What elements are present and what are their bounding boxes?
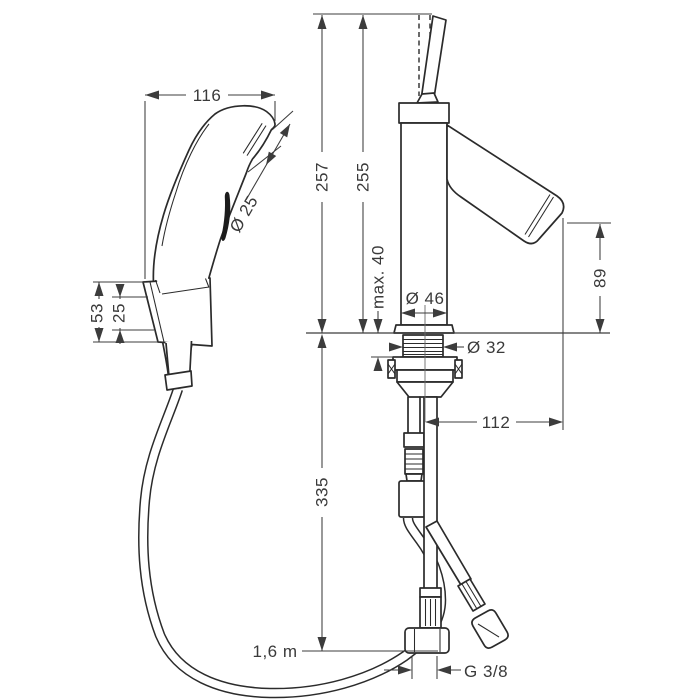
dim-max40-label: max. 40 (369, 245, 388, 309)
dim-257: 257 (313, 15, 332, 333)
faucet-spout (446, 124, 565, 245)
faucet-cap (398, 102, 450, 124)
dim-53-label: 53 (88, 303, 107, 323)
dim-112-label: 112 (482, 413, 511, 432)
aerator-band (524, 194, 554, 238)
dim-d32-label: Ø 32 (467, 338, 506, 357)
threaded-shank (402, 334, 444, 358)
dim-89: 89 (567, 222, 611, 333)
dim-255-label: 255 (354, 162, 373, 192)
dim-335: 335 (313, 334, 332, 651)
dim-d32: Ø 32 (389, 338, 506, 357)
spray-face-lines (242, 123, 267, 156)
under-counter-assembly (387, 334, 463, 398)
sprayer-mode-lever (221, 191, 231, 241)
dim-max40: max. 40 (369, 245, 400, 371)
supply-hose-straight (404, 396, 450, 654)
dim-25-label: 25 (110, 303, 129, 323)
dim-hose-length-label: 1,6 m (252, 642, 297, 661)
joystick-lever (420, 15, 447, 101)
dim-89-label: 89 (591, 268, 610, 288)
base-flange (393, 324, 455, 334)
dim-hose-length: 1,6 m (252, 642, 438, 661)
dim-53: 53 (88, 281, 160, 343)
lever-neutral-position (418, 15, 431, 96)
lever-base (416, 92, 439, 104)
sprayer-hose-connection (398, 396, 426, 518)
dim-257-label: 257 (313, 162, 332, 192)
dim-25: 25 (110, 284, 154, 344)
dim-116: 116 (144, 86, 276, 279)
dim-335-label: 335 (313, 477, 332, 507)
hose-nut (404, 627, 450, 654)
supply-hose-angled (425, 520, 509, 649)
faucet (393, 15, 565, 334)
dim-g38: G 3/8 (384, 656, 508, 681)
dim-g38-label: G 3/8 (464, 662, 508, 681)
sprayer-holder (142, 268, 213, 347)
dim-d46: Ø 46 (401, 289, 447, 318)
dim-116-label: 116 (193, 86, 222, 105)
grip-highlight (161, 123, 210, 247)
dim-d46-label: Ø 46 (406, 289, 445, 308)
angled-hose-nut (471, 609, 509, 649)
hose-sleeve (398, 480, 426, 518)
dim-255: 255 (354, 15, 373, 333)
sprayer-handle-end (164, 340, 193, 391)
hose-connector (164, 370, 193, 391)
dim-112: 112 (425, 413, 563, 432)
